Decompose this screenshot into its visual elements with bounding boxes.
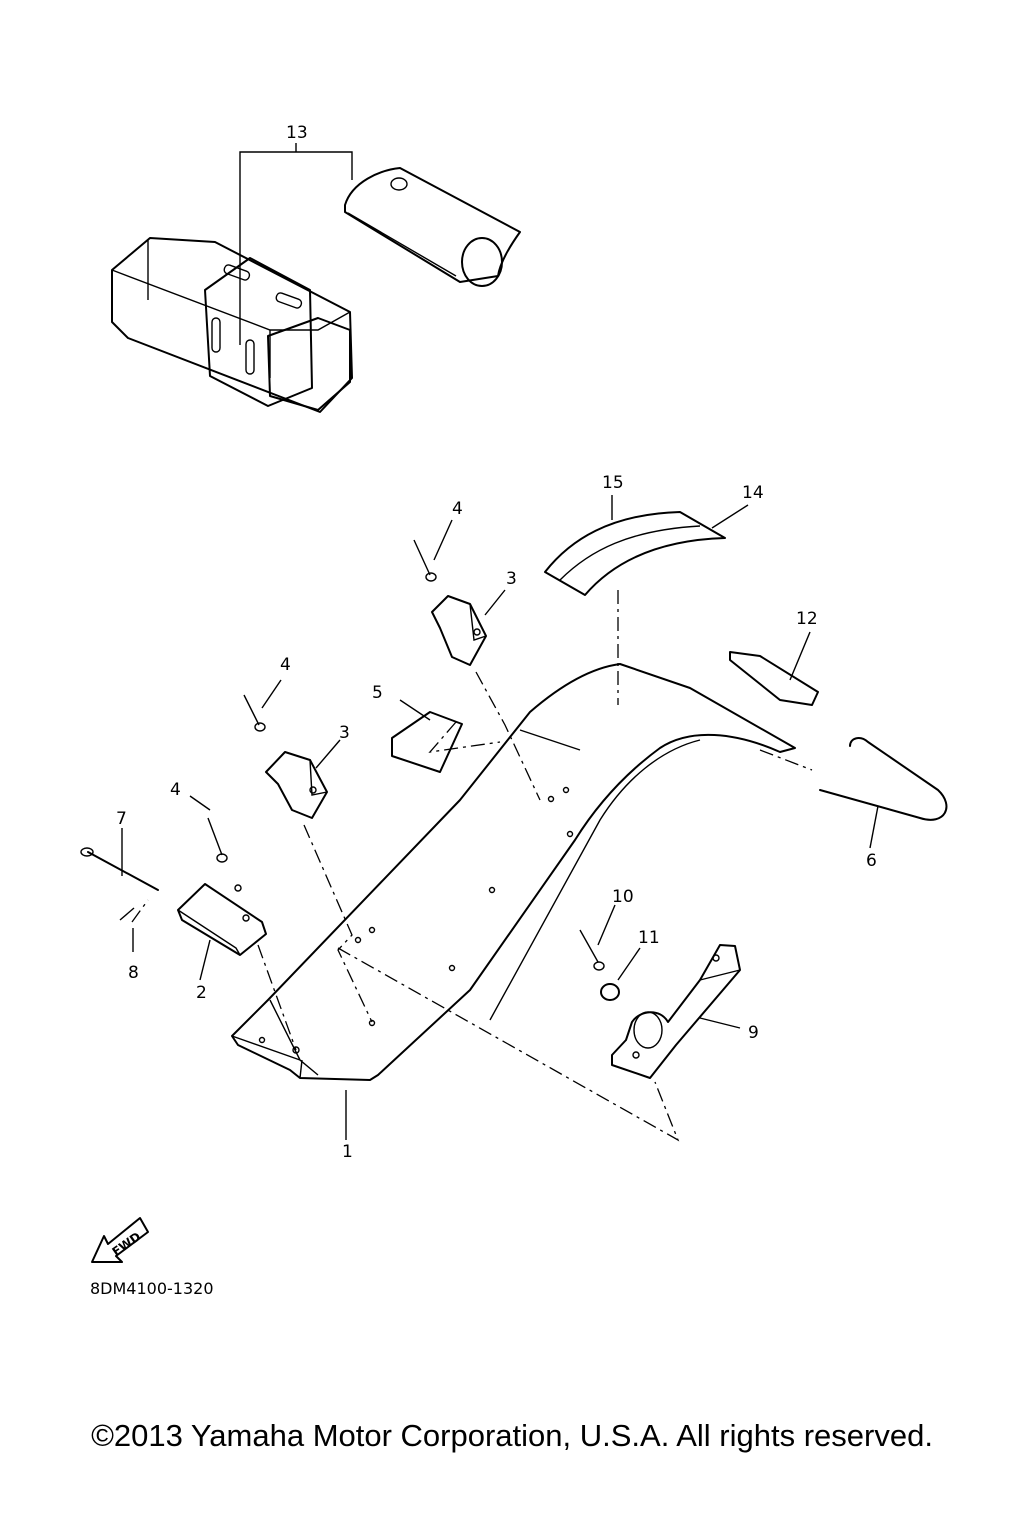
part-4-screw-upper xyxy=(413,519,453,582)
part-5-label xyxy=(391,699,463,773)
part-2-hinge-bracket xyxy=(177,883,267,981)
callout-3-upper: 3 xyxy=(506,569,517,589)
part-8-cotter-pin xyxy=(119,907,135,952)
callout-11: 11 xyxy=(638,928,660,948)
part-4-screw-middle xyxy=(243,679,282,732)
callout-4-middle: 4 xyxy=(280,655,291,675)
part-13-sleeve xyxy=(344,167,521,287)
callout-15: 15 xyxy=(602,473,624,493)
callout-12: 12 xyxy=(796,609,818,629)
callout-6: 6 xyxy=(866,851,877,871)
callout-9: 9 xyxy=(748,1023,759,1043)
callout-10: 10 xyxy=(612,887,634,907)
part-13-box xyxy=(111,237,353,413)
copyright-notice: ©2013 Yamaha Motor Corporation, U.S.A. A… xyxy=(91,1418,933,1453)
callout-1: 1 xyxy=(342,1142,353,1162)
part-4-screw-lower xyxy=(189,795,228,863)
callout-4-upper: 4 xyxy=(452,499,463,519)
callout-5: 5 xyxy=(372,683,383,703)
callout-7: 7 xyxy=(116,809,127,829)
part-14-15-decal xyxy=(544,495,749,596)
callout-8: 8 xyxy=(128,963,139,983)
drawing-code: 8DM4100-1320 xyxy=(90,1279,214,1298)
callout-4-lower: 4 xyxy=(170,780,181,800)
part-12-strip xyxy=(729,631,819,706)
part-1-main-bracket xyxy=(231,663,796,1140)
callout-14: 14 xyxy=(742,483,764,503)
part-7-pin xyxy=(80,828,159,891)
callout-13: 13 xyxy=(286,123,308,143)
assembly-lines xyxy=(131,590,813,1142)
part-11-washer xyxy=(600,947,641,1001)
part-3-clip-lower xyxy=(265,739,341,819)
callout-labels: 1 2 3 3 4 4 4 5 6 7 8 9 10 11 12 13 14 1… xyxy=(116,123,877,1162)
callout-2: 2 xyxy=(196,983,207,1003)
part-3-clip-upper xyxy=(431,589,506,666)
fwd-label: FWD xyxy=(110,1229,144,1258)
part-9-holder xyxy=(611,944,741,1079)
part-10-screw xyxy=(579,904,616,971)
fwd-arrow: FWD xyxy=(91,1217,149,1263)
callout-3-lower: 3 xyxy=(339,723,350,743)
part-6-wire-hook xyxy=(819,737,948,849)
part-13-case-assembly xyxy=(111,143,521,413)
